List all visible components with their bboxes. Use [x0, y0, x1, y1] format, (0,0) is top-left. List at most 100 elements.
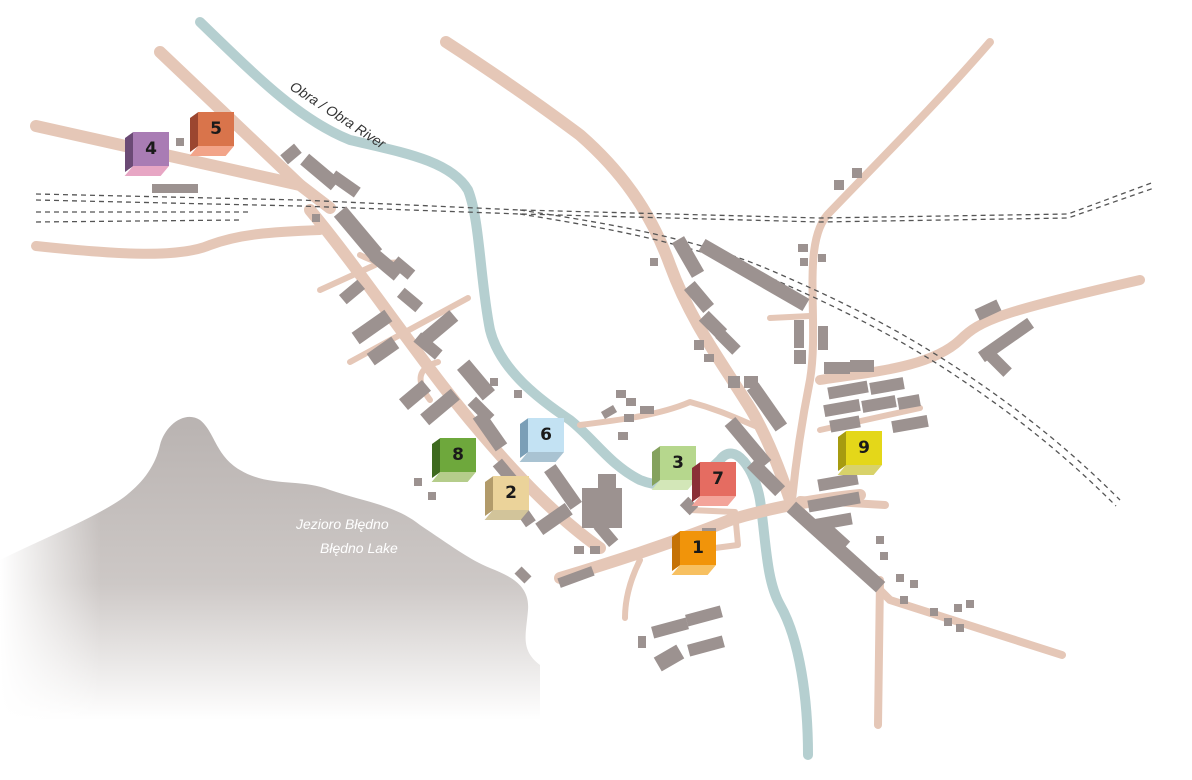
- building: [896, 574, 904, 582]
- marker-number: 5: [210, 119, 222, 139]
- road: [317, 262, 378, 293]
- building: [414, 478, 422, 486]
- building: [880, 552, 888, 560]
- building: [687, 635, 725, 657]
- building: [626, 398, 636, 406]
- building: [490, 378, 498, 386]
- building: [514, 390, 522, 398]
- building: [817, 472, 859, 492]
- building: [829, 415, 861, 433]
- marker-number: 4: [145, 139, 157, 159]
- building: [338, 279, 366, 305]
- building: [876, 536, 884, 544]
- building: [827, 380, 869, 400]
- road: [874, 576, 884, 729]
- road: [440, 36, 796, 506]
- road: [815, 275, 1145, 385]
- building: [966, 600, 974, 608]
- marker-number: 9: [858, 438, 870, 458]
- building: [956, 624, 964, 632]
- building: [396, 287, 424, 313]
- building: [514, 566, 532, 584]
- poi-marker-7[interactable]: 7: [691, 462, 738, 508]
- building: [420, 388, 460, 426]
- road: [687, 507, 741, 551]
- building: [861, 395, 897, 413]
- railway-line: [35, 219, 241, 223]
- building: [557, 566, 595, 588]
- building: [600, 405, 618, 419]
- building: [728, 376, 740, 388]
- building: [794, 320, 804, 348]
- building: [421, 310, 459, 344]
- poi-marker-5[interactable]: 5: [189, 112, 236, 158]
- building: [694, 340, 704, 350]
- obra-river: [195, 17, 813, 760]
- building: [176, 138, 184, 146]
- poi-marker-9[interactable]: 9: [837, 431, 884, 477]
- buildings: [152, 138, 1035, 672]
- building: [724, 417, 772, 469]
- building: [671, 236, 705, 278]
- building: [413, 332, 443, 360]
- poi-marker-1[interactable]: 1: [671, 531, 718, 577]
- building: [333, 206, 383, 260]
- poi-marker-4[interactable]: 4: [124, 132, 171, 178]
- lake-label: Błędno Lake: [320, 540, 398, 556]
- building: [472, 410, 508, 452]
- building: [786, 501, 886, 593]
- building: [651, 617, 689, 639]
- railway: [35, 181, 1155, 507]
- marker-number: 3: [672, 453, 684, 473]
- road: [577, 399, 763, 431]
- building: [824, 362, 850, 374]
- building: [369, 249, 403, 281]
- building: [746, 382, 788, 432]
- building: [954, 604, 962, 612]
- building: [704, 354, 714, 362]
- building: [746, 457, 786, 497]
- building: [897, 394, 921, 410]
- building: [544, 464, 582, 510]
- building: [715, 329, 741, 355]
- poi-marker-8[interactable]: 8: [431, 438, 478, 484]
- building: [590, 546, 600, 554]
- building: [900, 596, 908, 604]
- building: [428, 492, 436, 500]
- building: [869, 377, 905, 395]
- building: [910, 580, 918, 588]
- building: [930, 608, 938, 616]
- poi-marker-3[interactable]: 3: [651, 446, 698, 492]
- marker-number: 8: [452, 445, 464, 465]
- road: [347, 295, 471, 365]
- road: [788, 38, 994, 504]
- road: [31, 225, 325, 259]
- building: [685, 605, 723, 627]
- building: [366, 336, 400, 366]
- building: [807, 491, 861, 513]
- building: [351, 309, 393, 345]
- poi-marker-6[interactable]: 6: [519, 418, 566, 464]
- building: [457, 359, 495, 401]
- marker-number: 6: [540, 425, 552, 445]
- building: [618, 432, 628, 440]
- building: [834, 180, 844, 190]
- building: [819, 521, 851, 551]
- building: [891, 414, 929, 434]
- building: [974, 299, 1002, 321]
- building: [982, 347, 1012, 377]
- poi-marker-2[interactable]: 2: [484, 476, 531, 522]
- road: [767, 313, 813, 321]
- lake: [0, 400, 560, 730]
- building: [818, 254, 826, 262]
- marker-number: 1: [692, 538, 704, 558]
- marker-number: 2: [505, 483, 517, 503]
- building: [944, 618, 952, 626]
- building: [638, 636, 646, 648]
- building: [598, 474, 616, 490]
- building: [152, 184, 198, 193]
- building: [698, 310, 728, 340]
- lake-label: Jezioro Błędno: [296, 516, 389, 532]
